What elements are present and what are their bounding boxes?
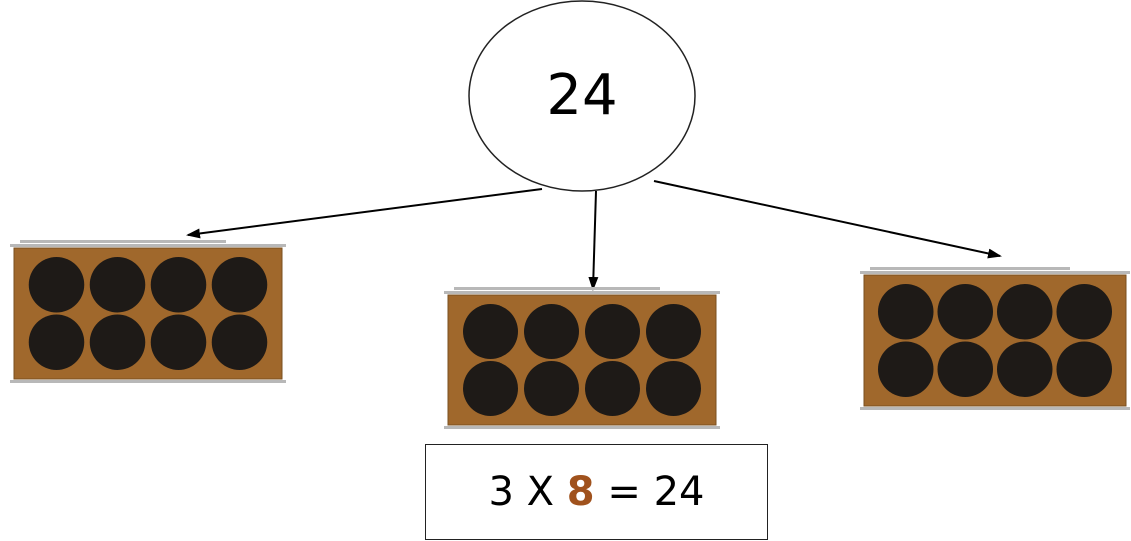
counter-dot (89, 314, 146, 370)
counter-dot (1056, 341, 1112, 397)
equation-groups: 3 (488, 469, 514, 515)
counter-dot (937, 341, 993, 397)
counter-dot (937, 284, 993, 340)
tray-top-rim (870, 267, 1070, 270)
tray-top-edge (10, 244, 286, 247)
equation-result: 24 (653, 469, 705, 515)
counter-dot (463, 304, 518, 359)
counter-tray-1 (10, 240, 286, 383)
counter-dot (28, 257, 85, 313)
tray-bottom-edge (860, 407, 1130, 410)
counter-dot (878, 341, 934, 397)
counter-dot (211, 257, 268, 313)
equation-equals-sign: = (607, 469, 641, 515)
counter-dot (646, 304, 701, 359)
counter-dot (211, 314, 268, 370)
counter-dot (524, 361, 579, 416)
counter-trays (10, 240, 1130, 429)
counter-dot (524, 304, 579, 359)
counter-dot (585, 361, 640, 416)
equation-times-sign: X (526, 469, 555, 515)
total-circle (468, 0, 696, 192)
counter-dot (646, 361, 701, 416)
tray-top-rim (20, 240, 226, 243)
counter-dot (997, 341, 1053, 397)
counter-dot (1056, 284, 1112, 340)
arrow-to-group-3 (653, 180, 1002, 259)
counter-dot (878, 284, 934, 340)
tray-bottom-edge (444, 426, 720, 429)
counter-dot (150, 314, 207, 370)
counter-tray-2 (444, 287, 720, 429)
tray-bottom-edge (10, 380, 286, 383)
counter-dot (997, 284, 1053, 340)
counter-dot (28, 314, 85, 370)
equation-box: 3 X 8 = 24 (425, 444, 768, 540)
counter-dot (89, 257, 146, 313)
counter-dot (150, 257, 207, 313)
equation-group-size: 8 (566, 469, 595, 515)
tray-top-rim (454, 287, 660, 290)
counter-tray-3 (860, 267, 1130, 410)
tray-top-edge (444, 291, 720, 294)
counter-dot (585, 304, 640, 359)
tray-top-edge (860, 271, 1130, 274)
counter-dot (463, 361, 518, 416)
arrow-to-group-1 (186, 188, 543, 239)
arrow-to-group-2 (588, 190, 599, 291)
